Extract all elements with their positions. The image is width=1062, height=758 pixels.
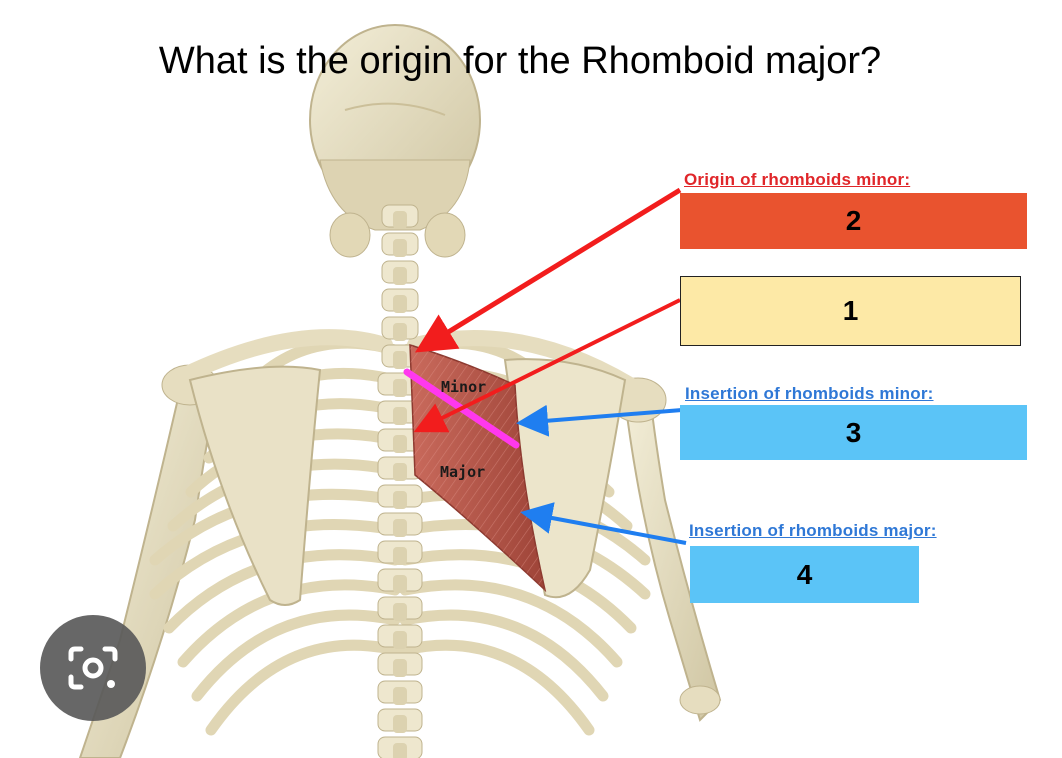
camera-search-button[interactable] [40, 615, 146, 721]
answer-box-text: 3 [845, 416, 862, 448]
answer-box-text: 1 [842, 295, 859, 326]
spinous-process [393, 519, 407, 537]
spinous-process [393, 491, 407, 509]
insertion-minor-label: Insertion of rhomboids minor: [685, 384, 934, 403]
spinous-process [393, 239, 407, 257]
spinous-process [393, 267, 407, 285]
spinous-process [393, 295, 407, 313]
major-label: Major [440, 463, 486, 481]
spinous-process [393, 631, 407, 649]
answer-box-text: 2 [845, 205, 862, 236]
red-arrow-origin-major [413, 298, 681, 433]
blue-arrow-insertion-major [520, 502, 687, 545]
spinous-process [393, 687, 407, 705]
rib [399, 609, 609, 702]
spinous-process [393, 575, 407, 593]
answer-box-insertion-major[interactable]: 4 [690, 546, 919, 603]
answer-box-blank[interactable]: 1 [680, 276, 1021, 346]
spinous-process [393, 547, 407, 565]
skull [309, 24, 481, 258]
spinous-process [393, 379, 407, 397]
spinous-process [393, 351, 407, 369]
blue-arrow-insertion-minor [516, 404, 683, 437]
spinous-process [393, 323, 407, 341]
spinous-process [393, 435, 407, 453]
minor-label: Minor [441, 378, 487, 396]
camera-search-icon [68, 646, 118, 690]
answer-box-insertion-minor[interactable]: 3 [680, 405, 1027, 460]
red-arrow-origin-minor [414, 187, 682, 353]
spinous-process [393, 715, 407, 733]
rib [191, 609, 401, 702]
vertebral-column [377, 204, 423, 758]
spinous-process [393, 743, 407, 758]
question-title: What is the origin for the Rhomboid majo… [158, 40, 882, 82]
answer-box-text: 4 [796, 558, 813, 590]
left-scapula [188, 365, 322, 606]
spinous-process [393, 659, 407, 677]
insertion-major-label: Insertion of rhomboids major: [689, 521, 937, 540]
spinous-process [393, 211, 407, 229]
rib [399, 579, 623, 668]
spinous-process [393, 407, 407, 425]
spinous-process [393, 463, 407, 481]
rib [205, 639, 401, 736]
origin-minor-label: Origin of rhomboids minor: [684, 170, 911, 189]
answer-box-origin-minor[interactable]: 2 [680, 193, 1027, 249]
spinous-process [393, 603, 407, 621]
rib [399, 639, 595, 736]
